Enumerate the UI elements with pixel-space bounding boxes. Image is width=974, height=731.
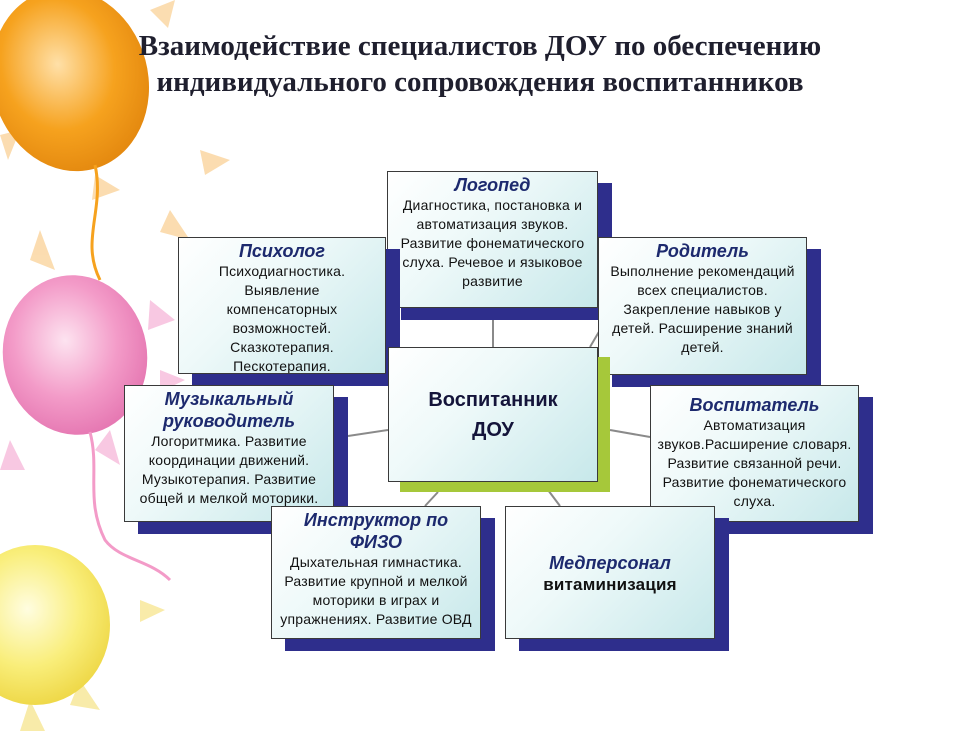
node-vospitatel-desc: Автоматизация звуков.Расширение словаря.…: [657, 417, 852, 509]
orange-balloon: [0, 0, 150, 172]
title-line-1: Взаимодействие специалистов ДОУ по обесп…: [138, 30, 822, 62]
node-logoped-name: Логопед: [454, 175, 531, 195]
connector-psiholog: [384, 329, 396, 348]
node-psiholog-name: Психолог: [238, 241, 326, 261]
title-line-2: индивидуального сопровождения воспитанни…: [156, 66, 804, 98]
node-muzyk-name: Музыкальный руководитель: [162, 389, 296, 431]
node-fizo-name: Инструктор по ФИЗО: [303, 510, 449, 552]
connector-muzyk: [347, 429, 389, 437]
node-center: Воспитанник ДОУ: [388, 347, 598, 482]
center-line-1: Воспитанник: [428, 388, 558, 411]
node-roditel-name: Родитель: [656, 241, 749, 261]
yellow-balloon: [0, 545, 110, 705]
node-fizo-desc: Дыхательная гимнастика. Развитие крупной…: [280, 554, 472, 627]
node-muzyk: Музыкальный руководитель Логоритмика. Ра…: [124, 385, 334, 522]
connector-medpersonal: [547, 489, 561, 507]
node-logoped-desc: Диагностика, постановка и автоматизация …: [400, 197, 585, 289]
node-logoped: Логопед Диагностика, постановка и автома…: [387, 171, 598, 308]
node-vospitatel-name: Воспитатель: [689, 395, 820, 415]
page-title: Взаимодействие специалистов ДОУ по обесп…: [40, 28, 920, 100]
node-psiholog: Психолог Психодиагностика. Выявление ком…: [178, 237, 386, 374]
node-medpersonal-name: Медперсонал: [549, 552, 671, 573]
center-line-2: ДОУ: [472, 418, 514, 441]
node-medpersonal: Медперсонал витаминизация: [505, 506, 715, 639]
node-muzyk-desc: Логоритмика. Развитие координации движен…: [139, 433, 319, 506]
node-roditel: Родитель Выполнение рекомендаций всех сп…: [598, 237, 807, 375]
connector-fizo: [424, 491, 439, 507]
node-psiholog-desc: Психодиагностика. Выявление компенсаторн…: [218, 263, 346, 374]
node-fizo: Инструктор по ФИЗО Дыхательная гимнастик…: [271, 506, 481, 639]
connector-vospitatel: [609, 429, 651, 438]
pink-balloon: [2, 275, 148, 435]
node-vospitatel: Воспитатель Автоматизация звуков.Расшире…: [650, 385, 859, 522]
node-medpersonal-desc: витаминизация: [543, 574, 677, 594]
node-roditel-desc: Выполнение рекомендаций всех специалисто…: [610, 263, 795, 355]
